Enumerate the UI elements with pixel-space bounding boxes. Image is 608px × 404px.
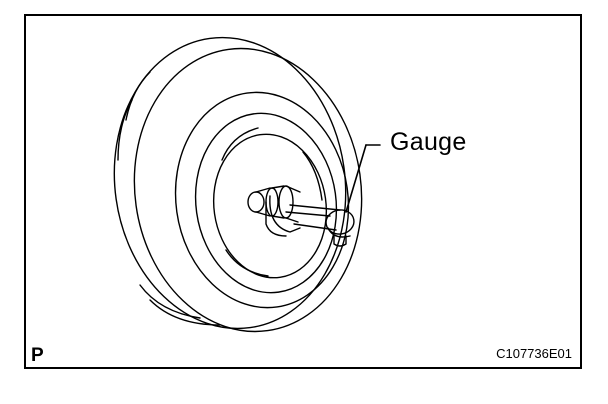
gauge-label: Gauge [390, 128, 467, 156]
pressure-gauge [265, 195, 355, 247]
figure-code: C107736E01 [496, 346, 572, 361]
callout-leader [345, 144, 381, 213]
figure-frame [24, 14, 582, 369]
wheel-rim [174, 91, 350, 309]
corner-letter: P [31, 345, 44, 366]
tire [113, 36, 363, 333]
valve-stem [247, 185, 301, 223]
